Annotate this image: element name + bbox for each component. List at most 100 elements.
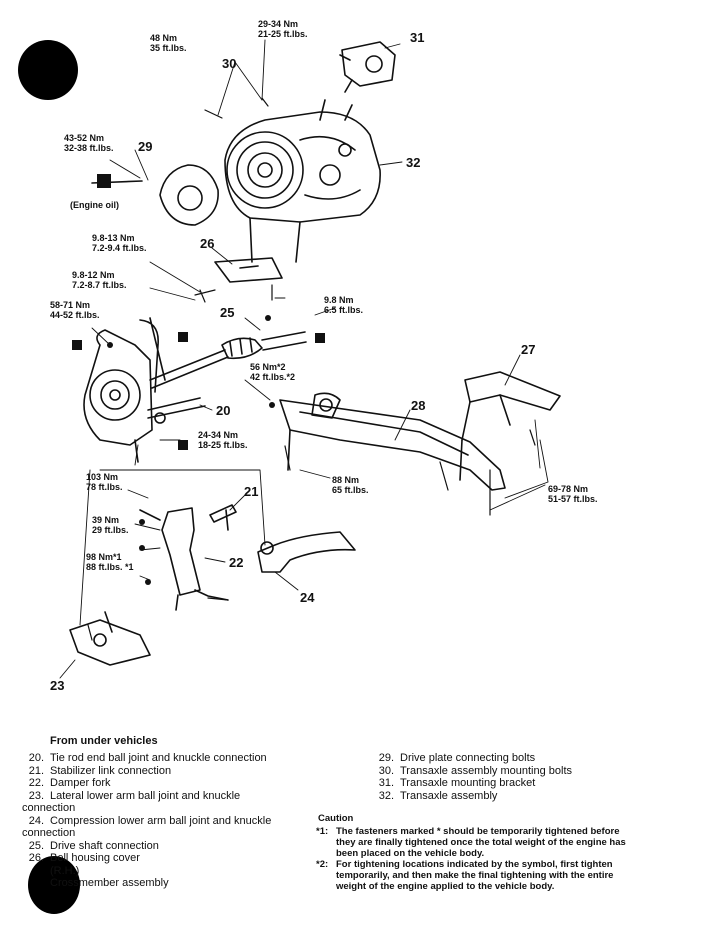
caution-text: The fasteners marked * should be tempora…	[336, 826, 626, 859]
callout-26: 26	[200, 236, 215, 251]
caution-mark: *1:	[316, 826, 329, 837]
torque-nm: 88 Nm	[332, 475, 360, 485]
torque-nm: 98 Nm*1	[86, 552, 122, 562]
legend-num: 31.	[378, 777, 394, 789]
bell-housing-cover	[214, 257, 283, 283]
legend-text: Transaxle assembly	[400, 789, 498, 802]
torque-spec-mid: 88 Nm 65 ft.lbs.	[332, 475, 369, 495]
knuckle	[83, 317, 166, 463]
legend-item-21: 21. Stabilizer link connection	[22, 765, 292, 778]
callout-20: 20	[216, 403, 231, 418]
engine-oil-note: (Engine oil)	[70, 200, 119, 210]
legend-heading: From under vehicles	[50, 735, 158, 747]
legend-num: 32.	[378, 789, 394, 802]
legend-right-list: 29. Drive plate connecting bolts 30. Trans…	[372, 752, 572, 802]
callout-32: 32	[406, 155, 421, 170]
torque-spec-lower: 103 Nm 78 ft.lbs.	[86, 472, 123, 492]
legend-text: Lateral lower arm ball joint and knuckle…	[22, 789, 241, 815]
torque-ftlbs: 7.2-8.7 ft.lbs.	[72, 280, 127, 290]
torque-spec-cross: 56 Nm*2 42 ft.lbs.*2	[250, 362, 295, 382]
caution-text: For tightening locations indicated by th…	[336, 859, 614, 892]
legend-item-25: 25.Drive shaft connection	[22, 840, 292, 853]
legend-text: Bell housing cover	[50, 852, 140, 864]
torque-spec-29: 43-52 Nm 32-38 ft.lbs.	[64, 133, 114, 153]
torque-spec-bracket: 9.8 Nm 6.5 ft.lbs.	[324, 295, 363, 315]
callout-25: 25	[220, 305, 235, 320]
torque-ftlbs: 35 ft.lbs.	[150, 43, 187, 53]
torque-spec-30a: 48 Nm 35 ft.lbs.	[150, 33, 187, 53]
legend-text: Drive shaft connection	[50, 839, 159, 852]
torque-nm: 24-34 Nm	[198, 430, 239, 440]
torque-ftlbs: 65 ft.lbs.	[332, 485, 369, 495]
torque-ftlbs: 78 ft.lbs.	[86, 482, 123, 492]
callout-24: 24	[300, 590, 315, 605]
callout-27: 27	[521, 342, 536, 357]
torque-spec-21: 39 Nm 29 ft.lbs.	[92, 515, 129, 535]
caution-note-2: *2: For tightening locations indicated by…	[316, 859, 636, 892]
torque-nm: 29-34 Nm	[258, 19, 299, 29]
legend-item-29: 29. Drive plate connecting bolts	[372, 752, 572, 765]
legend-num: 23.	[28, 789, 44, 802]
callout-28: 28	[411, 398, 426, 413]
torque-nm: 39 Nm	[92, 515, 120, 525]
caution-notes: *1: The fasteners marked * should be temp…	[316, 826, 636, 892]
punch-hole-bottom	[28, 856, 80, 914]
torque-spec-26a: 9.8-13 Nm 7.2-9.4 ft.lbs.	[92, 233, 147, 253]
torque-nm: 9.8 Nm	[324, 295, 354, 305]
torque-ftlbs: 88 ft.lbs. *1	[86, 562, 134, 572]
caution-heading: Caution	[318, 813, 354, 824]
damper-fork	[139, 507, 229, 611]
legend-left-list: 20.Tie rod end ball joint and knuckle co…	[22, 752, 292, 890]
legend-item-26-side: (R.H.)	[22, 865, 292, 878]
torque-spec-22: 98 Nm*1 88 ft.lbs. *1	[86, 552, 134, 572]
transaxle-mounting-bracket	[339, 41, 396, 93]
torque-spec-20: 24-34 Nm 18-25 ft.lbs.	[198, 430, 248, 450]
legend-item-31: 31. Transaxle mounting bracket	[372, 777, 572, 790]
legend-num: 22.	[28, 777, 44, 789]
torque-nm: 9.8-13 Nm	[92, 233, 135, 243]
torque-ftlbs: 32-38 ft.lbs.	[64, 143, 114, 153]
torque-nm: 48 Nm	[150, 33, 178, 43]
legend-text: Stabilizer link connection	[50, 764, 172, 777]
legend-num: 24.	[28, 814, 44, 827]
mount-27	[459, 371, 561, 481]
tie-rod-end	[147, 397, 206, 424]
bolts	[87, 97, 536, 641]
stabilizer-link	[209, 504, 237, 531]
punch-hole-top	[18, 40, 78, 100]
torque-nm: 56 Nm*2	[250, 362, 286, 372]
legend-num: 21.	[28, 764, 44, 777]
legend-num: 29.	[378, 752, 394, 764]
torque-nm: 58-71 Nm	[50, 300, 91, 310]
caution-mark: *2:	[316, 859, 329, 870]
legend-text: Drive plate connecting bolts	[400, 752, 536, 764]
legend-text: Compression lower arm ball joint and knu…	[22, 814, 272, 840]
legend-text: Transaxle assembly mounting bolts	[400, 764, 573, 777]
legend-text: Crossmember assembly	[50, 877, 169, 889]
legend-item-23: 23.Lateral lower arm ball joint and knuc…	[22, 790, 292, 815]
leader-lines	[59, 39, 549, 679]
callout-22: 22	[229, 555, 244, 570]
caution-note-1: *1: The fasteners marked * should be temp…	[316, 826, 636, 859]
legend-num: 30.	[378, 764, 394, 777]
legend-text: Transaxle mounting bracket	[400, 777, 536, 789]
torque-spec-knuckle: 58-71 Nm 44-52 ft.lbs.	[50, 300, 100, 320]
torque-ftlbs: 21-25 ft.lbs.	[258, 29, 308, 39]
legend-item-24: 24.Compression lower arm ball joint and …	[22, 815, 292, 840]
legend-item-28: Crossmember assembly	[22, 877, 292, 890]
legend-item-22: 22.Damper fork	[22, 777, 292, 790]
legend-item-26: 26. Bell housing cover	[22, 852, 292, 865]
torque-ftlbs: 18-25 ft.lbs.	[198, 440, 248, 450]
legend-num: 20.	[28, 752, 44, 764]
legend-item-30: 30. Transaxle assembly mounting bolts	[372, 765, 572, 778]
torque-ftlbs: 29 ft.lbs.	[92, 525, 129, 535]
legend-text: (R.H.)	[50, 864, 80, 877]
lateral-lower-arm	[69, 611, 151, 666]
callout-31: 31	[410, 30, 425, 45]
legend-num: 26.	[28, 852, 44, 864]
torque-spec-27: 69-78 Nm 51-57 ft.lbs.	[548, 484, 598, 504]
transaxle-assembly	[224, 99, 381, 263]
torque-nm: 9.8-12 Nm	[72, 270, 115, 280]
torque-ftlbs: 42 ft.lbs.*2	[250, 372, 296, 382]
